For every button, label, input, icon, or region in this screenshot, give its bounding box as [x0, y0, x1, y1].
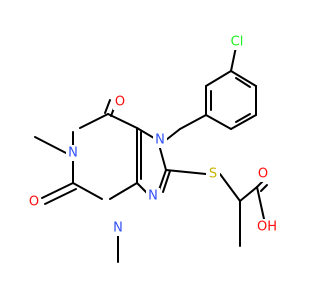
- bond-n1-methyl: [34, 136, 67, 154]
- molecule-drawing: Cl O N N S O O N N OH: [27, 34, 279, 263]
- atom-label-oxygen-acid: OH: [257, 220, 277, 235]
- bond-ar-1: [205, 70, 232, 87]
- label-bg-n3: [111, 220, 125, 236]
- label-bg-oxygen-left: [27, 194, 41, 210]
- bond-c-o-double: [260, 184, 268, 192]
- bond-c8-s: [165, 169, 207, 175]
- bond-c4-n3: [109, 182, 138, 200]
- label-bg-chlorine: [224, 34, 250, 50]
- bond-c2-o: [41, 182, 74, 199]
- bond-ar-5: [205, 114, 232, 130]
- bond-ar-4: [230, 114, 257, 130]
- bond-ar-inner-2: [235, 113, 251, 123]
- bond-c2-n3: [72, 182, 103, 200]
- atom-label-oxygen-left: O: [29, 195, 39, 210]
- bond-c6-n1: [79, 113, 109, 129]
- bond-c8-n9-double: [162, 170, 171, 193]
- bond-c2-o-double: [44, 188, 77, 205]
- bond-c8-n9: [158, 169, 167, 191]
- atom-label-n3: N: [113, 221, 123, 236]
- bond-c5-c6: [107, 113, 138, 129]
- label-bg-n9: [146, 188, 160, 204]
- bond-c6-o-double: [104, 99, 111, 114]
- label-bg-oxygen-top: [113, 94, 127, 110]
- bond-ch-c-acid: [239, 186, 258, 202]
- label-bg-sulfur: [206, 166, 220, 182]
- atom-label-oxygen-top: O: [115, 95, 125, 110]
- bond-ring-ch2: [179, 114, 207, 130]
- label-bg-n1: [66, 145, 80, 161]
- bond-ar-2: [230, 70, 257, 87]
- atom-labels-layer: Cl O N N S O O N N OH: [27, 34, 279, 236]
- bond-ch2-n7: [165, 128, 181, 141]
- bonds-layer: [34, 41, 268, 263]
- atom-label-sulfur: S: [209, 167, 217, 182]
- atom-label-n7: N: [155, 133, 165, 148]
- bond-ar-inner-1: [235, 77, 251, 88]
- atom-label-oxygen-carbonyl: O: [258, 167, 268, 182]
- bond-c-oh: [256, 186, 265, 220]
- label-bg-oxygen-acid: [255, 219, 279, 235]
- label-bg-oxygen-carbonyl: [256, 166, 270, 182]
- atom-label-n9: N: [148, 189, 158, 204]
- atom-label-n1: N: [68, 146, 78, 161]
- atom-label-chlorine: Cl: [231, 35, 244, 50]
- label-bg-n7: [153, 132, 167, 148]
- bond-s-ch: [219, 173, 241, 202]
